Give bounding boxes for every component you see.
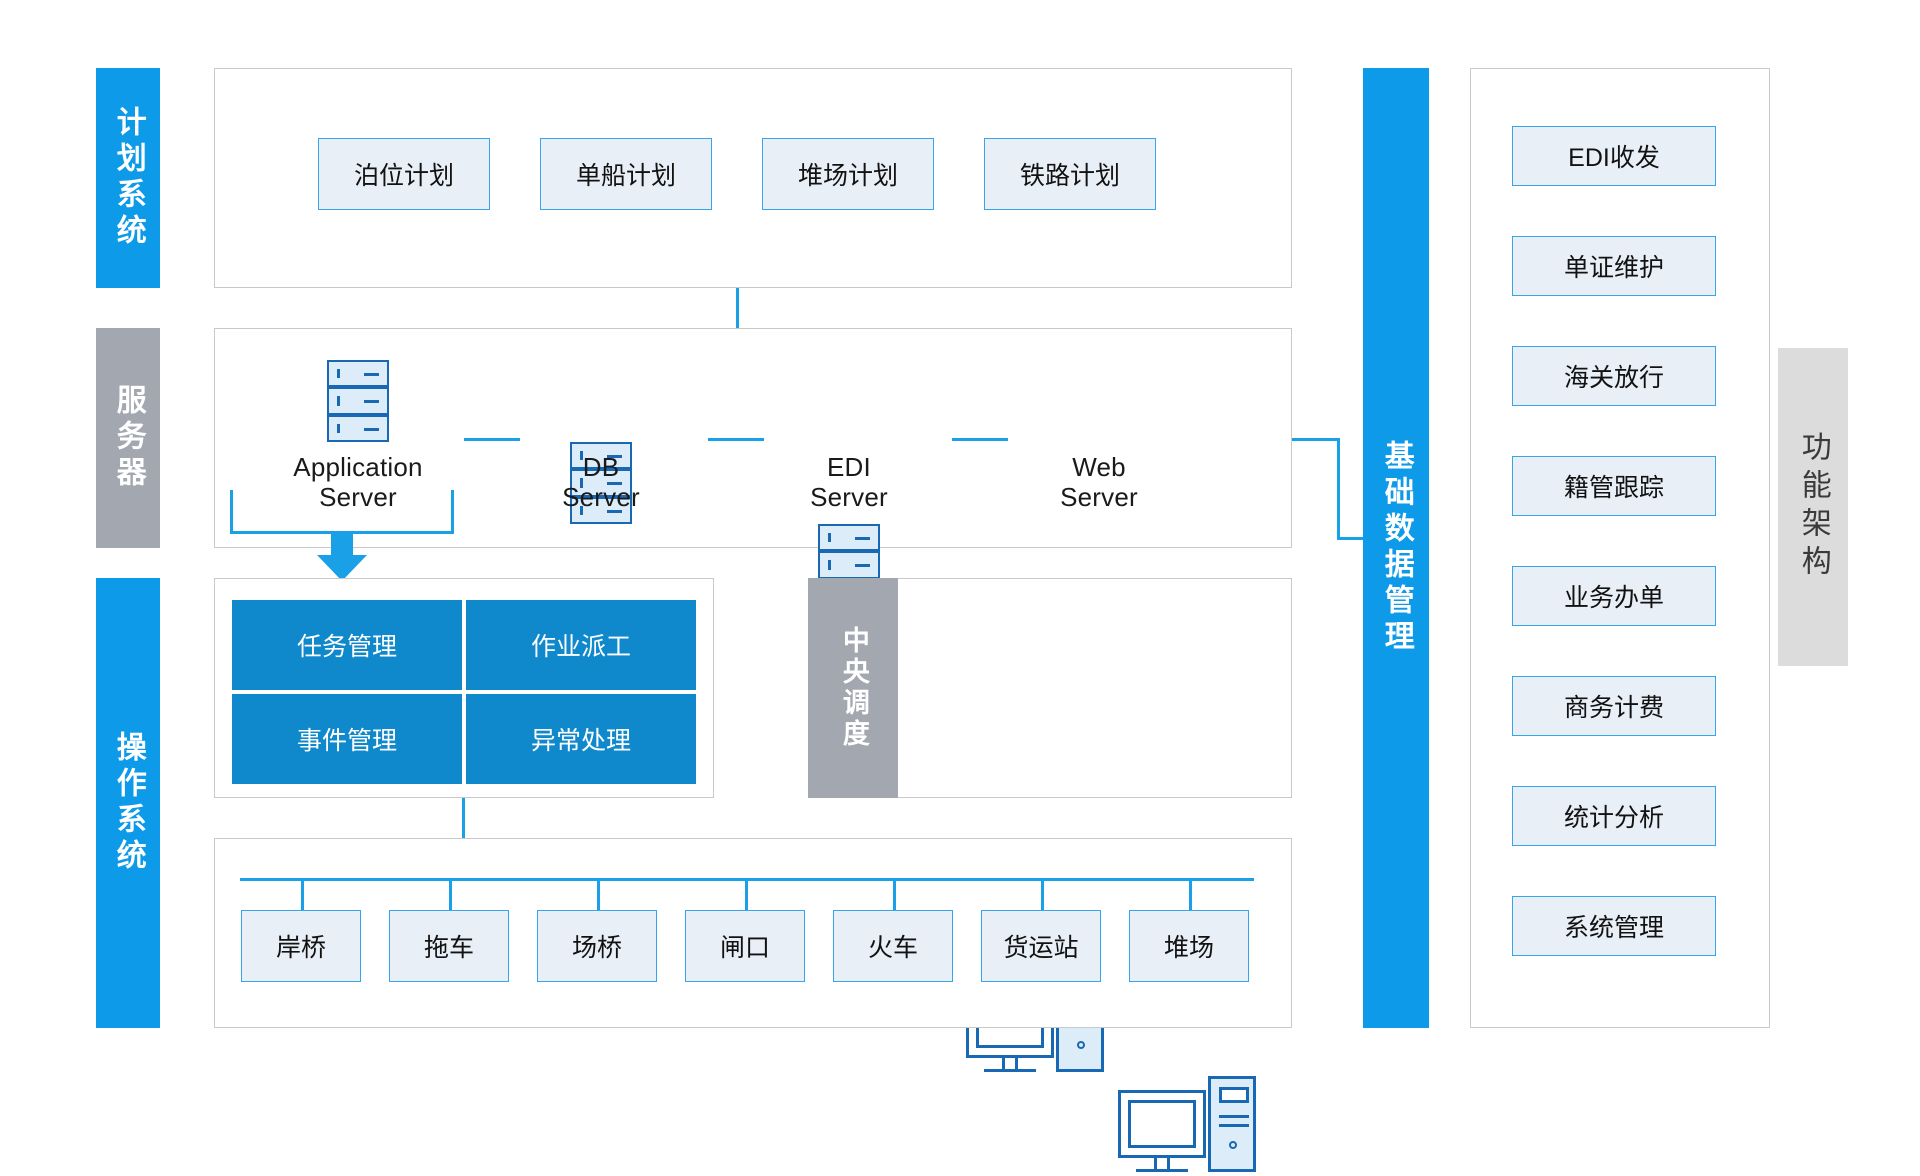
connector-server-to-basicdata-v (1337, 438, 1340, 540)
equipment-drop-1 (449, 878, 452, 912)
server-label-3-line2: Server (1060, 482, 1138, 513)
basic-data-node-4-label: 业务办单 (1563, 584, 1664, 612)
planning-node-2-label: 堆场计划 (797, 162, 898, 190)
operation-module-2-label: 事件管理 (296, 727, 397, 755)
band-central-dispatch: 中央调度 (808, 578, 898, 798)
band-planning-system: 计划系统 (96, 68, 160, 288)
equipment-node-2[interactable]: 场桥 (537, 910, 657, 982)
server-label-3-line1: Web (1072, 452, 1126, 482)
basic-data-node-0[interactable]: EDI收发 (1512, 126, 1716, 186)
operation-module-0-label: 任务管理 (296, 633, 397, 661)
band-function-architecture: 功能架构 (1778, 348, 1848, 666)
desktop-computer-icon-1 (1118, 1076, 1258, 1176)
basic-data-node-2-label: 海关放行 (1563, 364, 1664, 392)
operation-module-0[interactable]: 任务管理 (232, 600, 462, 690)
basic-data-node-5[interactable]: 商务计费 (1512, 676, 1716, 736)
band-function-architecture-label: 功能架构 (1796, 431, 1830, 583)
band-operation-system-label: 操作系统 (111, 731, 145, 875)
planning-node-3[interactable]: 铁路计划 (984, 138, 1156, 210)
equipment-drop-5 (1041, 878, 1044, 912)
architecture-diagram: 计划系统 服务器 操作系统 泊位计划 单船计划 堆场计划 铁路计划 (96, 68, 1848, 1172)
band-central-dispatch-label: 中央调度 (838, 626, 869, 750)
equipment-node-3[interactable]: 闸口 (685, 910, 805, 982)
equipment-drop-0 (301, 878, 304, 912)
server-label-1-line2: Server (562, 482, 640, 513)
equipment-drop-6 (1189, 878, 1192, 912)
operation-module-1-label: 作业派工 (530, 633, 631, 661)
band-server: 服务器 (96, 328, 160, 548)
connector-server-to-basicdata-h1 (1292, 438, 1340, 441)
equipment-node-2-label: 场桥 (571, 934, 622, 962)
equipment-node-6[interactable]: 堆场 (1129, 910, 1249, 982)
planning-node-3-label: 铁路计划 (1019, 162, 1120, 190)
equipment-drop-2 (597, 878, 600, 912)
equipment-node-1[interactable]: 拖车 (389, 910, 509, 982)
server-label-2-line1: EDI (827, 452, 871, 482)
band-planning-system-label: 计划系统 (111, 106, 145, 250)
connector-appserver-bracket (230, 490, 454, 534)
server-rack-icon-1 (570, 442, 632, 524)
server-label-1-line1: DB (582, 452, 620, 482)
band-basic-data-management: 基础数据管理 (1363, 68, 1429, 1028)
operation-module-1[interactable]: 作业派工 (466, 600, 696, 690)
equipment-node-4[interactable]: 火车 (833, 910, 953, 982)
band-server-label: 服务器 (111, 384, 145, 492)
equipment-node-0-label: 岸桥 (275, 934, 326, 962)
server-rack-icon-0 (327, 360, 389, 442)
equipment-node-3-label: 闸口 (719, 934, 770, 962)
connector-planning-to-server (736, 288, 739, 328)
equipment-node-6-label: 堆场 (1163, 934, 1214, 962)
server-label-0: Application Server (250, 452, 466, 512)
equipment-node-5[interactable]: 货运站 (981, 910, 1101, 982)
basic-data-node-7[interactable]: 系统管理 (1512, 896, 1716, 956)
basic-data-node-3[interactable]: 籍管跟踪 (1512, 456, 1716, 516)
basic-data-panel (1470, 68, 1770, 1028)
connector-server-link-2 (952, 438, 1008, 441)
connector-operations-drop (462, 798, 465, 840)
basic-data-node-7-label: 系统管理 (1563, 914, 1664, 942)
planning-node-2[interactable]: 堆场计划 (762, 138, 934, 210)
operation-module-3-label: 异常处理 (530, 727, 631, 755)
planning-node-1-label: 单船计划 (575, 162, 676, 190)
planning-node-0-label: 泊位计划 (353, 162, 454, 190)
server-label-3: Web Server (991, 452, 1207, 512)
server-label-2-line2: Server (810, 482, 888, 513)
band-operation-system: 操作系统 (96, 578, 160, 1028)
basic-data-node-0-label: EDI收发 (1568, 144, 1660, 172)
server-label-1: DB Server (493, 452, 709, 512)
server-label-2: EDI Server (741, 452, 957, 512)
arrow-appserver-to-operations (317, 532, 367, 582)
connector-server-link-0 (464, 438, 520, 441)
equipment-node-4-label: 火车 (867, 934, 918, 962)
server-label-0-line1: Application (293, 452, 423, 482)
basic-data-node-3-label: 籍管跟踪 (1563, 474, 1664, 502)
equipment-node-5-label: 货运站 (1003, 934, 1079, 962)
basic-data-node-4[interactable]: 业务办单 (1512, 566, 1716, 626)
equipment-node-1-label: 拖车 (423, 934, 474, 962)
planning-node-0[interactable]: 泊位计划 (318, 138, 490, 210)
planning-node-1[interactable]: 单船计划 (540, 138, 712, 210)
basic-data-node-6[interactable]: 统计分析 (1512, 786, 1716, 846)
operation-module-2[interactable]: 事件管理 (232, 694, 462, 784)
equipment-drop-4 (893, 878, 896, 912)
connector-server-to-basicdata-h2 (1337, 537, 1363, 540)
band-basic-data-management-label: 基础数据管理 (1379, 440, 1413, 656)
basic-data-node-1[interactable]: 单证维护 (1512, 236, 1716, 296)
basic-data-node-2[interactable]: 海关放行 (1512, 346, 1716, 406)
operation-module-3[interactable]: 异常处理 (466, 694, 696, 784)
connector-server-link-1 (708, 438, 764, 441)
equipment-drop-3 (745, 878, 748, 912)
equipment-node-0[interactable]: 岸桥 (241, 910, 361, 982)
server-label-0-line2: Server (319, 482, 397, 513)
basic-data-node-6-label: 统计分析 (1563, 804, 1664, 832)
basic-data-node-1-label: 单证维护 (1563, 254, 1664, 282)
basic-data-node-5-label: 商务计费 (1563, 694, 1664, 722)
